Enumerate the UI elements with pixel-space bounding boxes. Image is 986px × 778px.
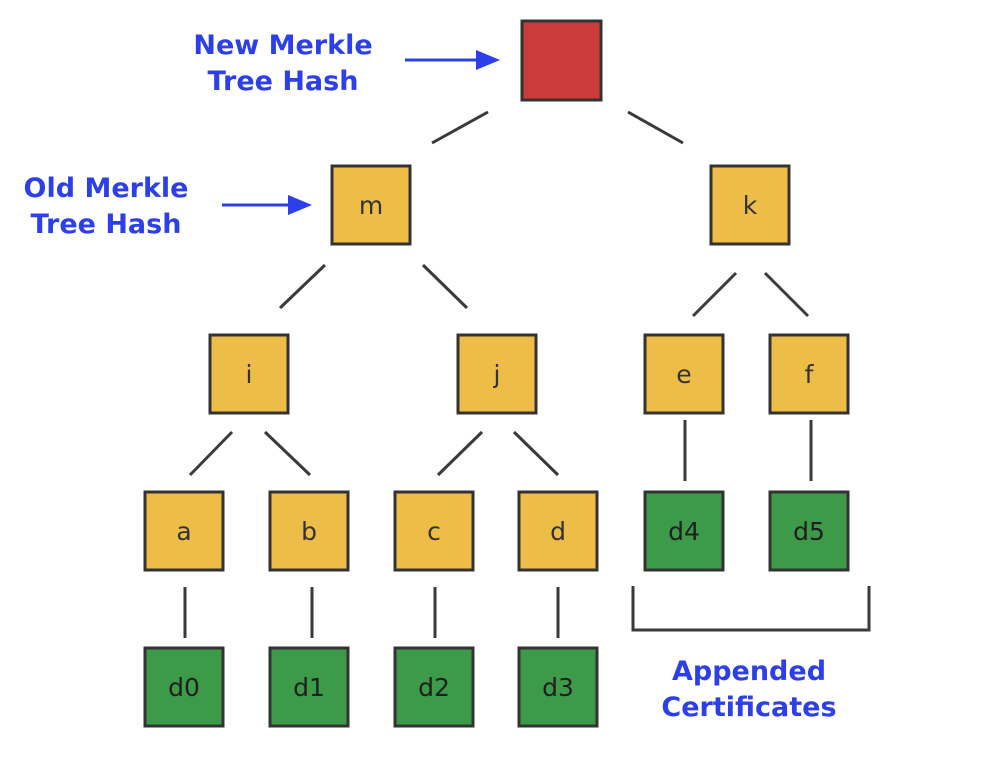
- node-d1-label: d1: [293, 673, 325, 702]
- node-d5: d5: [768, 490, 850, 572]
- appended-bracket: [631, 586, 871, 632]
- node-d-label: d: [550, 517, 566, 546]
- node-d2-label: d2: [418, 673, 450, 702]
- node-c: c: [393, 490, 475, 572]
- node-d0-label: d0: [168, 673, 200, 702]
- node-f-label: f: [805, 360, 815, 389]
- node-b-label: b: [301, 517, 317, 546]
- edge-root-m: [431, 110, 489, 145]
- old-root-callout-line-2: Tree Hash: [31, 209, 182, 240]
- node-new-root: [520, 19, 603, 102]
- node-d2: d2: [393, 646, 475, 728]
- callout-appended-certificates: Appended Certificates: [661, 656, 836, 723]
- edge-j-d: [512, 430, 560, 477]
- appended-callout-line-2: Certificates: [661, 692, 836, 723]
- node-i-label: i: [246, 360, 253, 389]
- node-d: d: [517, 490, 599, 572]
- new-root-box: [520, 19, 603, 102]
- edge-i-a: [188, 430, 234, 477]
- edge-root-k: [627, 110, 684, 145]
- node-f: f: [768, 333, 850, 415]
- edge-k-e: [691, 271, 738, 318]
- callout-old-root: Old Merkle Tree Hash: [24, 173, 312, 240]
- node-m-label: m: [359, 191, 383, 220]
- old-root-arrowhead-icon: [288, 195, 312, 215]
- node-d1: d1: [268, 646, 350, 728]
- tree-nodes: m k i j e f a b: [143, 19, 850, 728]
- old-root-callout-line-1: Old Merkle: [24, 173, 189, 204]
- tree-edges: [183, 110, 813, 638]
- node-e: e: [643, 333, 725, 415]
- node-d3: d3: [517, 646, 599, 728]
- node-k: k: [709, 164, 791, 246]
- node-j-label: j: [493, 360, 501, 389]
- node-k-label: k: [743, 191, 758, 220]
- node-d0: d0: [143, 646, 225, 728]
- node-d3-label: d3: [542, 673, 574, 702]
- edge-i-b: [263, 430, 312, 477]
- node-j: j: [456, 333, 538, 415]
- node-d4-label: d4: [668, 517, 700, 546]
- node-b: b: [268, 490, 350, 572]
- node-a: a: [143, 490, 225, 572]
- node-d5-label: d5: [793, 517, 825, 546]
- node-a-label: a: [176, 517, 191, 546]
- new-root-callout-line-2: Tree Hash: [208, 66, 359, 97]
- edge-k-f: [763, 271, 810, 318]
- new-root-callout-line-1: New Merkle: [193, 30, 372, 61]
- node-i: i: [208, 333, 290, 415]
- node-m: m: [330, 164, 412, 246]
- new-root-arrowhead-icon: [476, 50, 500, 70]
- edge-m-j: [421, 263, 469, 310]
- callout-new-root: New Merkle Tree Hash: [193, 30, 500, 97]
- node-e-label: e: [676, 360, 691, 389]
- node-c-label: c: [427, 517, 441, 546]
- edge-m-i: [278, 263, 327, 310]
- appended-callout-line-1: Appended: [672, 656, 826, 687]
- edge-j-c: [436, 430, 484, 477]
- node-d4: d4: [643, 490, 725, 572]
